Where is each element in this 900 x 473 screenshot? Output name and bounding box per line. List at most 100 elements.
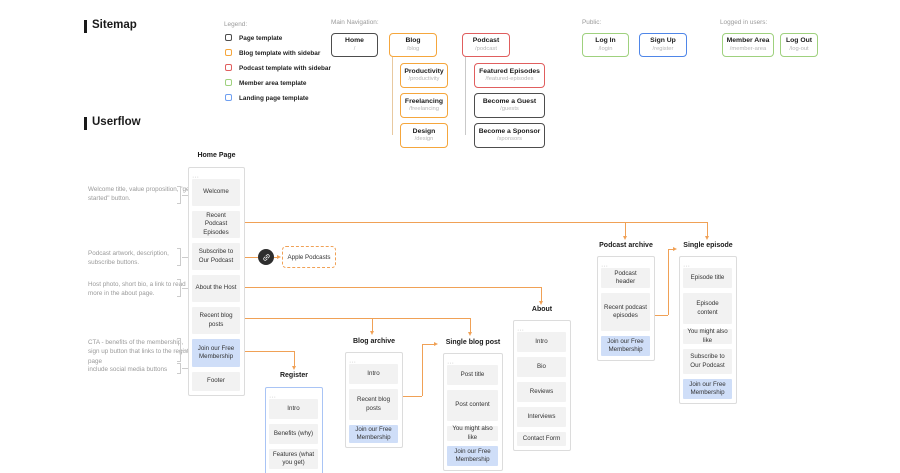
sitemap-node-freelancing[interactable]: Freelancing /freelancing [400, 93, 448, 118]
flow-container-about[interactable]: Intro Bio Reviews Interviews Contact For… [513, 320, 571, 451]
flow-block[interactable]: Subscribe to Our Podcast [192, 243, 240, 270]
annotation-social: include social media buttons [88, 366, 168, 373]
flow-block[interactable]: Welcome [192, 179, 240, 206]
blog-tree-line [392, 57, 393, 135]
legend-item-label: Page template [239, 35, 283, 42]
link-node[interactable] [258, 249, 274, 265]
legend-label: Legend: [224, 21, 248, 28]
flow-block[interactable]: Footer [192, 372, 240, 391]
flow-block[interactable]: Contact Form [517, 432, 566, 446]
drag-handle-icon [349, 351, 356, 369]
flow-block[interactable]: Episode content [683, 293, 732, 324]
flow-block[interactable]: Features (what you get) [269, 449, 318, 469]
drag-handle-icon [447, 352, 454, 370]
connector-line [245, 257, 258, 258]
flow-block-highlight[interactable]: Join our Free Membership [447, 446, 498, 466]
annotation-connector [182, 368, 188, 369]
drag-handle-icon [269, 386, 276, 404]
connector-line [470, 318, 471, 333]
sitemap-node-log-in[interactable]: Log In /login [582, 33, 629, 57]
flow-block[interactable]: Post content [447, 390, 498, 421]
flow-container-home-page[interactable]: Welcome Recent Podcast Episodes Subscrib… [188, 167, 245, 396]
flow-block[interactable]: Intro [349, 364, 398, 384]
node-title: Design [412, 127, 436, 135]
sitemap-node-log-out[interactable]: Log Out /log-out [780, 33, 818, 57]
flow-block[interactable]: You might also like [447, 425, 498, 441]
annotation-bracket [177, 338, 181, 362]
flow-block[interactable]: You might also like [683, 328, 732, 344]
flow-block-highlight[interactable]: Join our Free Membership [601, 336, 650, 356]
flow-block[interactable]: About the Host [192, 275, 240, 302]
annotation-connector [182, 288, 188, 289]
node-title: Featured Episodes [479, 67, 540, 75]
flow-container-blog-archive[interactable]: Intro Recent blog posts Join our Free Me… [345, 352, 403, 448]
legend-item-label: Blog template with sidebar [239, 50, 321, 57]
podcast-tree-line [465, 57, 466, 135]
node-slug: / [353, 45, 356, 52]
sitemap-node-become-a-sponsor[interactable]: Become a Sponsor /sponsors [474, 123, 545, 148]
arrow-right-icon [673, 246, 677, 251]
flow-container-single-blog-post[interactable]: Post title Post content You might also l… [443, 353, 503, 471]
drag-handle-icon [601, 255, 608, 273]
flow-container-podcast-archive[interactable]: Podcast header Recent podcast episodes J… [597, 256, 655, 361]
sitemap-node-sign-up[interactable]: Sign Up /register [639, 33, 687, 57]
sitemap-node-member-area[interactable]: Member Area /member-area [722, 33, 774, 57]
sitemap-node-podcast[interactable]: Podcast /podcast [462, 33, 510, 57]
connector-line [372, 318, 373, 332]
flow-block-highlight[interactable]: Join our Free Membership [349, 425, 398, 443]
connector-line [707, 222, 708, 237]
node-title: Productivity [404, 67, 444, 75]
sitemap-section-title: Sitemap [92, 19, 137, 31]
annotation-bracket [177, 363, 181, 374]
sitemap-node-blog[interactable]: Blog /blog [389, 33, 437, 57]
flow-block[interactable]: Reviews [517, 382, 566, 402]
userflow-section-title: Userflow [92, 116, 141, 128]
flow-block[interactable]: Interviews [517, 407, 566, 427]
flow-block[interactable]: Episode title [683, 268, 732, 288]
drag-handle-icon [192, 166, 199, 184]
link-icon [262, 253, 270, 261]
main-navigation-label: Main Navigation: [331, 19, 379, 26]
node-title: Freelancing [404, 97, 444, 105]
connector-line [541, 287, 542, 302]
node-slug: /login [598, 45, 613, 52]
arrow-right-icon [434, 341, 438, 346]
flow-container-register[interactable]: Intro Benefits (why) Features (what you … [265, 387, 323, 473]
flow-block[interactable]: Intro [269, 399, 318, 419]
node-slug: /sponsors [496, 136, 523, 143]
connector-line [294, 351, 295, 367]
flow-block[interactable]: Subscribe to Our Podcast [683, 349, 732, 374]
flow-block[interactable]: Benefits (why) [269, 424, 318, 444]
flow-block[interactable]: Recent Podcast Episodes [192, 211, 240, 238]
flow-block[interactable]: Post title [447, 365, 498, 385]
connector-line [655, 315, 668, 316]
flow-block[interactable]: Recent podcast episodes [601, 293, 650, 331]
node-title: Become a Sponsor [478, 127, 541, 135]
legend-item-label: Landing page template [239, 95, 309, 102]
apple-podcasts-node[interactable]: Apple Podcasts [282, 246, 336, 268]
arrow-down-icon [369, 331, 374, 335]
sitemap-node-home[interactable]: Home / [331, 33, 378, 57]
connector-line [422, 344, 423, 396]
logged-in-users-label: Logged in users: [720, 19, 768, 26]
connector-line [668, 249, 674, 250]
flow-container-single-episode[interactable]: Episode title Episode content You might … [679, 256, 737, 404]
sitemap-node-design[interactable]: Design /design [400, 123, 448, 148]
flow-block[interactable]: Intro [517, 332, 566, 352]
arrow-right-icon [277, 254, 281, 259]
flow-block-highlight[interactable]: Join our Free Membership [683, 379, 732, 399]
legend-item-label: Member area template [239, 80, 307, 87]
sitemap-node-featured-episodes[interactable]: Featured Episodes /featured-episodes [474, 63, 545, 88]
sitemap-node-productivity[interactable]: Productivity /productivity [400, 63, 448, 88]
flow-block-highlight[interactable]: Join our Free Membership [192, 339, 240, 367]
flow-block[interactable]: Podcast header [601, 268, 650, 288]
flow-block[interactable]: Recent blog posts [349, 389, 398, 420]
node-slug: /blog [406, 45, 420, 52]
flow-block[interactable]: Bio [517, 357, 566, 377]
sitemap-node-become-a-guest[interactable]: Become a Guest /guests [474, 93, 545, 118]
flow-block[interactable]: Recent blog posts [192, 307, 240, 334]
section-bar [84, 20, 87, 33]
node-title: Home [345, 37, 364, 45]
node-slug: /log-out [789, 45, 809, 52]
